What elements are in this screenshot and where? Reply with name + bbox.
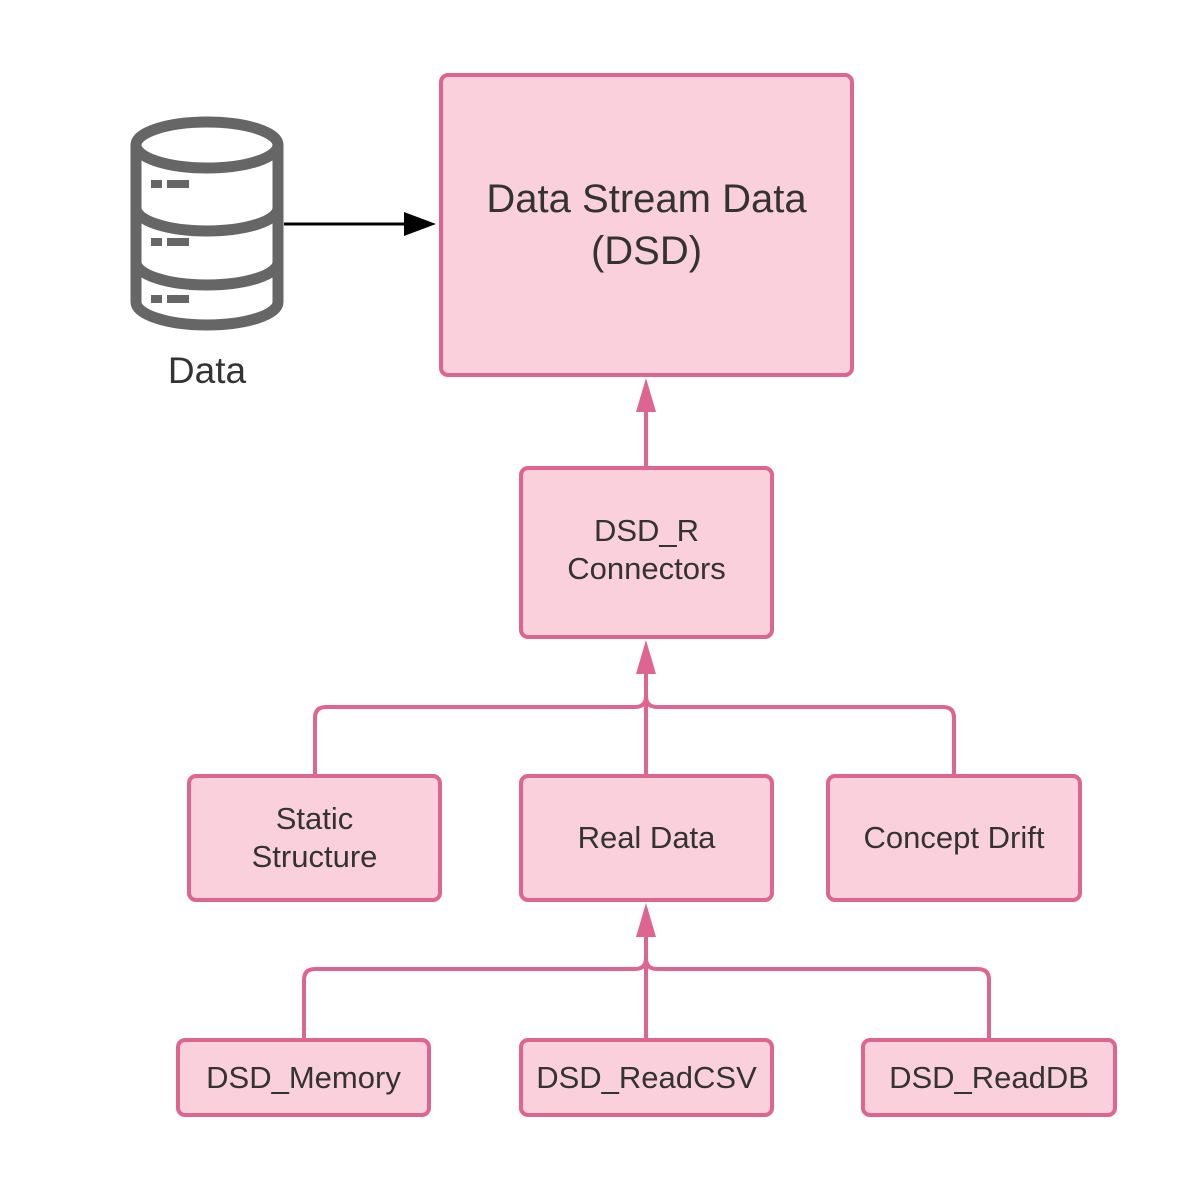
node-dsd-r-connectors-text: DSD_R Connectors (567, 512, 726, 588)
node-dsd-readcsv-label: DSD_ReadCSV (536, 1059, 757, 1095)
database-label: Data (167, 350, 247, 391)
node-static-structure-text: Static Structure (252, 800, 378, 876)
node-dsd-line1: Data Stream Data (486, 177, 807, 221)
node-dsd-readcsv[interactable]: DSD_ReadCSV (519, 1038, 774, 1117)
node-dsd-memory[interactable]: DSD_Memory (176, 1038, 431, 1117)
edge-readdb-to-real-data (644, 957, 991, 1038)
node-static-structure-line2: Structure (251, 839, 378, 874)
node-connectors-line2: Connectors (567, 550, 726, 586)
node-dsd-readdb[interactable]: DSD_ReadDB (861, 1038, 1117, 1117)
node-dsd-memory-label: DSD_Memory (206, 1059, 401, 1095)
node-real-data-label: Real Data (577, 820, 716, 856)
arrowhead-into-connectors (636, 640, 656, 674)
database-icon (130, 116, 284, 331)
node-concept-drift-label: Concept Drift (863, 820, 1045, 856)
node-connectors-line1: DSD_R (593, 512, 700, 548)
node-static-structure[interactable]: Static Structure (187, 774, 442, 902)
arrowhead-into-real-data (636, 903, 656, 937)
node-static-structure-line1: Static (275, 801, 354, 837)
edge-middle-tier-to-connectors (313, 672, 956, 774)
edge-connectors-to-dsd (636, 378, 656, 466)
edge-bottom-tier-to-real-data (302, 935, 991, 1038)
edge-static-structure-to-connectors (313, 695, 648, 774)
node-dsd-line2: (DSD) (590, 229, 703, 273)
node-dsd-r-connectors[interactable]: DSD_R Connectors (519, 466, 774, 639)
edge-database-to-dsd (284, 212, 436, 236)
edge-concept-drift-to-connectors (644, 695, 956, 774)
edge-memory-to-real-data (302, 957, 648, 1038)
node-real-data[interactable]: Real Data (519, 774, 774, 902)
node-data-stream-data-text: Data Stream Data (DSD) (486, 173, 806, 277)
node-concept-drift[interactable]: Concept Drift (826, 774, 1082, 902)
node-data-stream-data[interactable]: Data Stream Data (DSD) (439, 73, 854, 377)
node-dsd-readdb-label: DSD_ReadDB (889, 1059, 1089, 1095)
